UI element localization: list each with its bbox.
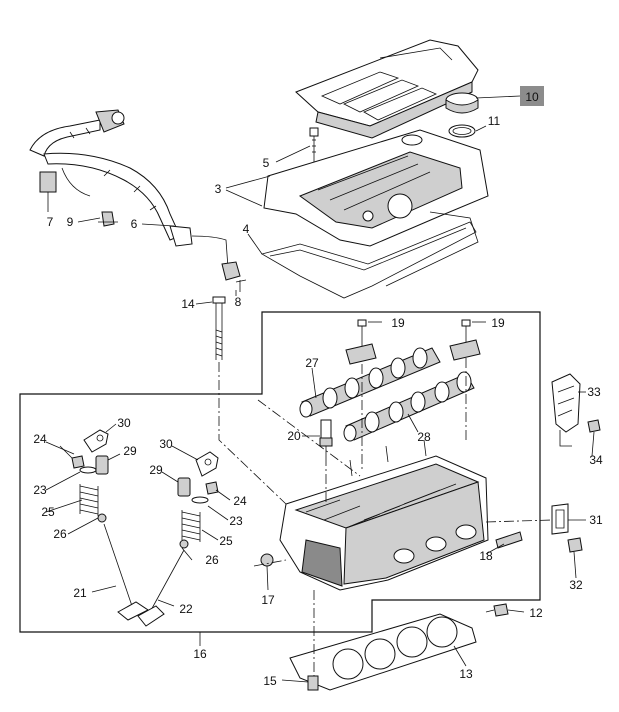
assembly-frame (19, 311, 541, 633)
engine-bracket (551, 373, 601, 447)
callout-24-left: 24 (33, 432, 47, 446)
bracket-bolt (235, 279, 247, 292)
camshaft-cap-right (449, 319, 481, 361)
callout-19-left: 19 (391, 316, 405, 330)
callout-17: 17 (261, 593, 275, 607)
callout-34: 34 (589, 453, 603, 467)
callout-32: 32 (569, 578, 583, 592)
callout-23-left: 23 (33, 483, 47, 497)
exhaust-valve (137, 549, 185, 627)
callout-24-right: 24 (233, 494, 247, 508)
callout-15: 15 (263, 674, 277, 688)
callout-16: 16 (193, 647, 207, 661)
head-bolt-long (212, 296, 226, 360)
harness-clip (98, 211, 118, 227)
lifter-guide-right (205, 481, 219, 495)
valve-cover (263, 129, 489, 247)
leader-lines (45, 95, 595, 683)
callout-21: 21 (73, 586, 87, 600)
spark-plug (319, 419, 333, 456)
callout-8: 8 (235, 295, 242, 309)
gasket-dowel (307, 675, 319, 691)
camshaft-cap-left (345, 319, 377, 365)
callout-25-right: 25 (219, 534, 233, 548)
callout-5: 5 (263, 156, 270, 170)
callout-6: 6 (131, 217, 138, 231)
head-gasket (289, 613, 477, 691)
callout-28: 28 (417, 430, 431, 444)
engine-cover (295, 39, 479, 139)
valve-spring-right (179, 496, 209, 549)
callout-22: 22 (179, 602, 193, 616)
side-bracket (551, 503, 583, 553)
valve-cover-gasket (260, 211, 479, 299)
lash-adjuster-right (177, 477, 191, 497)
ignition-wiring-harness (29, 109, 241, 281)
cover-bolt (309, 127, 319, 162)
callout-9: 9 (67, 215, 74, 229)
callout-23-right: 23 (229, 514, 243, 528)
callout-27: 27 (305, 356, 319, 370)
callout-13: 13 (459, 667, 473, 681)
callout-19-right: 19 (491, 316, 505, 330)
callout-25-left: 25 (41, 505, 55, 519)
exhaust-camshaft (343, 371, 475, 442)
callout-26-left: 26 (53, 527, 67, 541)
callout-10: 10 (525, 90, 539, 104)
callout-20: 20 (287, 429, 301, 443)
callout-11: 11 (488, 114, 501, 128)
callout-highlight-box (520, 86, 544, 106)
callout-labels: 10 11 5 3 4 7 9 6 8 14 19 19 27 33 30 24… (33, 90, 603, 688)
callout-31: 31 (589, 513, 603, 527)
intake-camshaft (299, 347, 441, 418)
callout-29-left: 29 (123, 444, 137, 458)
callout-29-right: 29 (149, 463, 163, 477)
head-bolt-short (485, 603, 509, 617)
rocker-arm-right (195, 451, 219, 477)
intake-valve (103, 523, 149, 621)
cylinder-head (279, 439, 489, 591)
callout-30-left: 30 (117, 416, 131, 430)
oil-filler-cap (445, 92, 479, 138)
lash-adjuster-left (95, 455, 109, 475)
callout-3: 3 (215, 182, 222, 196)
callout-4: 4 (243, 222, 250, 236)
callout-26-right: 26 (205, 553, 219, 567)
head-dowel (495, 531, 523, 549)
callout-14: 14 (181, 297, 195, 311)
callout-12: 12 (529, 606, 543, 620)
valve-spring-left (79, 466, 107, 523)
callout-18: 18 (479, 549, 493, 563)
rocker-arm-left (83, 429, 109, 453)
callout-33: 33 (587, 385, 601, 399)
callout-7: 7 (47, 215, 54, 229)
alignment-lines (218, 358, 553, 676)
callout-30-right: 30 (159, 437, 173, 451)
